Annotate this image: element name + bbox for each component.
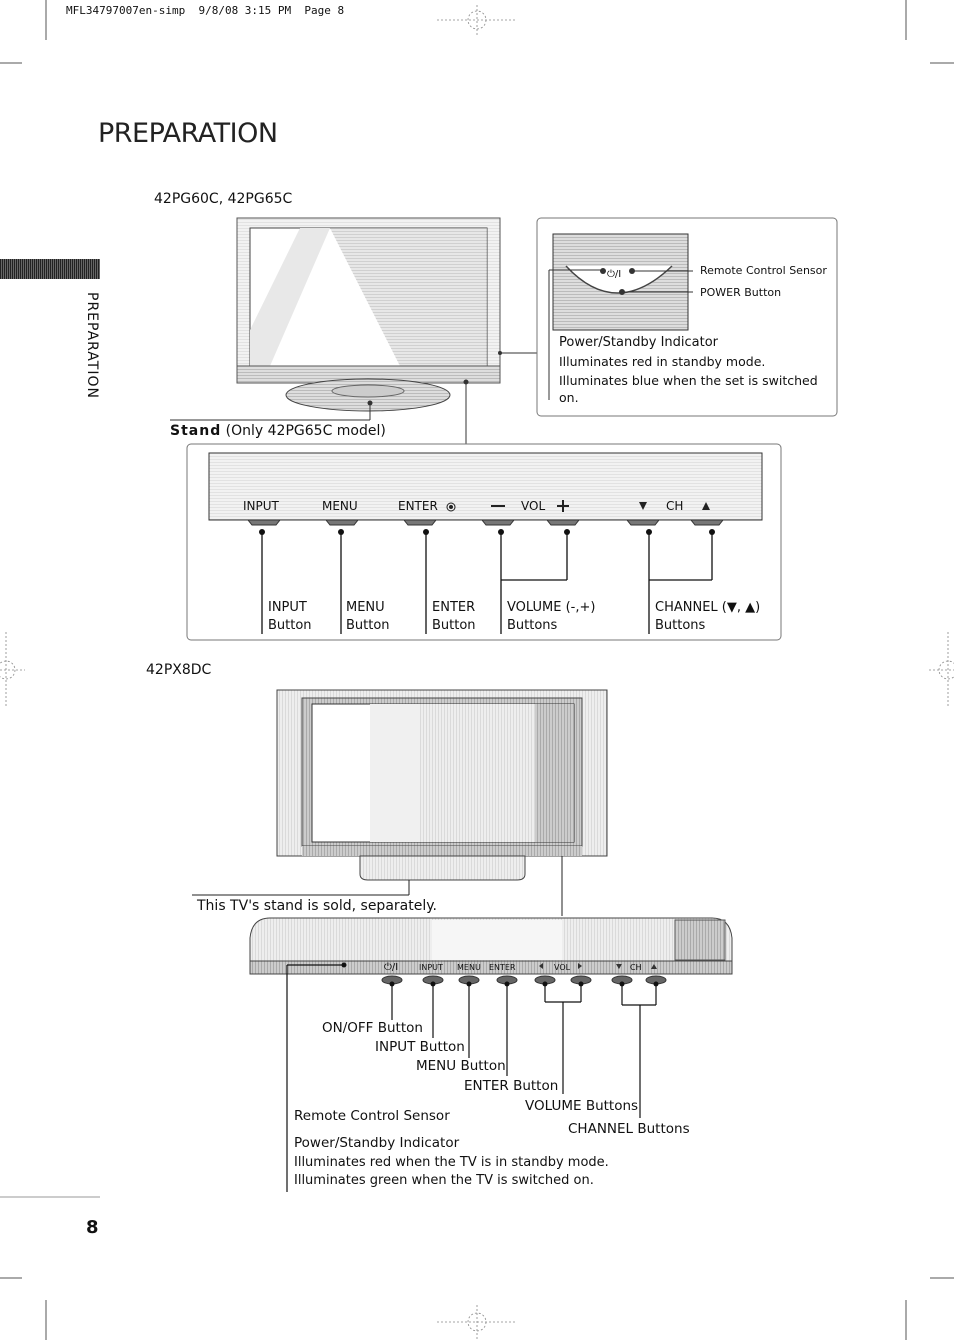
callout2-enter: ENTER Button xyxy=(464,1078,559,1094)
stand-label: Stand (Only 42PG65C model) xyxy=(170,423,386,439)
sensor-callout: Remote Control Sensor xyxy=(700,264,827,277)
callout-enter-l2: Button xyxy=(432,618,476,633)
stand-sold-note: This TV's stand is sold, separately. xyxy=(197,898,437,914)
side-tab-bar xyxy=(0,259,100,279)
power-button-callout: POWER Button xyxy=(700,286,782,299)
callout-menu: MENU Button xyxy=(346,599,390,635)
panel2-enter-label: ENTER xyxy=(489,963,516,972)
callout2-input: INPUT Button xyxy=(375,1039,465,1055)
callout-channel-l1: CHANNEL (▼, ▲) xyxy=(655,600,761,615)
callout2-indicator-line2: Illuminates green when the TV is switche… xyxy=(294,1173,594,1188)
side-tab-label: PREPARATION xyxy=(84,292,100,399)
callout-volume: VOLUME (-,+) Buttons xyxy=(507,599,595,635)
callout-input-l2: Button xyxy=(268,618,312,633)
control-panel-strip xyxy=(208,452,763,521)
callout-enter: ENTER Button xyxy=(432,599,476,635)
panel1-menu-label: MENU xyxy=(322,499,358,513)
indicator-line1: Illuminates red in standby mode. xyxy=(559,354,766,369)
callout2-menu: MENU Button xyxy=(416,1058,506,1074)
callout-menu-l2: Button xyxy=(346,618,390,633)
model2-label: 42PX8DC xyxy=(146,662,212,678)
panel1-ch-label: CH xyxy=(666,499,684,513)
callout-channel-l2: Buttons xyxy=(655,618,706,633)
callout-enter-l1: ENTER xyxy=(432,600,476,615)
print-slug: MFL34797007en-simp 9/8/08 3:15 PM Page 8 xyxy=(66,4,345,17)
panel2-ch-label: CH xyxy=(630,963,642,972)
panel2-vol-label: VOL xyxy=(554,963,571,972)
indicator-line2: Illuminates blue when the set is switche… xyxy=(559,373,818,388)
page-title: PREPARATION xyxy=(98,118,278,149)
power-glyph: ⏻/I xyxy=(607,269,622,280)
panel2-input-label: INPUT xyxy=(419,963,443,972)
callout2-indicator-line1: Illuminates red when the TV is in standb… xyxy=(294,1155,609,1170)
callout-input: INPUT Button xyxy=(268,599,312,635)
callout2-onoff: ON/OFF Button xyxy=(322,1020,423,1036)
callout2-sensor: Remote Control Sensor xyxy=(294,1108,450,1124)
page-number: 8 xyxy=(86,1217,99,1238)
indicator-line3: on. xyxy=(559,390,579,405)
panel1-enter-label: ENTER xyxy=(398,499,438,513)
panel1-vol-label: VOL xyxy=(521,499,546,513)
callout-channel: CHANNEL (▼, ▲) Buttons xyxy=(655,599,760,635)
callout-menu-l1: MENU xyxy=(346,600,385,615)
callout2-indicator-title: Power/Standby Indicator xyxy=(294,1135,460,1151)
panel1-input-label: INPUT xyxy=(243,499,279,513)
stand-label-bold: Stand xyxy=(170,423,222,439)
callout-volume-l2: Buttons xyxy=(507,618,558,633)
callout-input-l1: INPUT xyxy=(268,600,307,615)
callout2-volume: VOLUME Buttons xyxy=(525,1098,639,1114)
callout2-channel: CHANNEL Buttons xyxy=(568,1121,690,1137)
panel2-power-label: ⏻/I xyxy=(384,962,399,973)
model1-label: 42PG60C, 42PG65C xyxy=(154,191,293,207)
tv2-stand xyxy=(359,855,526,881)
panel2-menu-label: MENU xyxy=(457,963,481,972)
model2-tv-illustration xyxy=(192,689,733,1192)
indicator-title: Power/Standby Indicator xyxy=(559,335,719,350)
stand-label-note: (Only 42PG65C model) xyxy=(225,423,386,439)
callout-volume-l1: VOLUME (-,+) xyxy=(507,600,596,615)
model1-tv-illustration xyxy=(170,217,838,641)
